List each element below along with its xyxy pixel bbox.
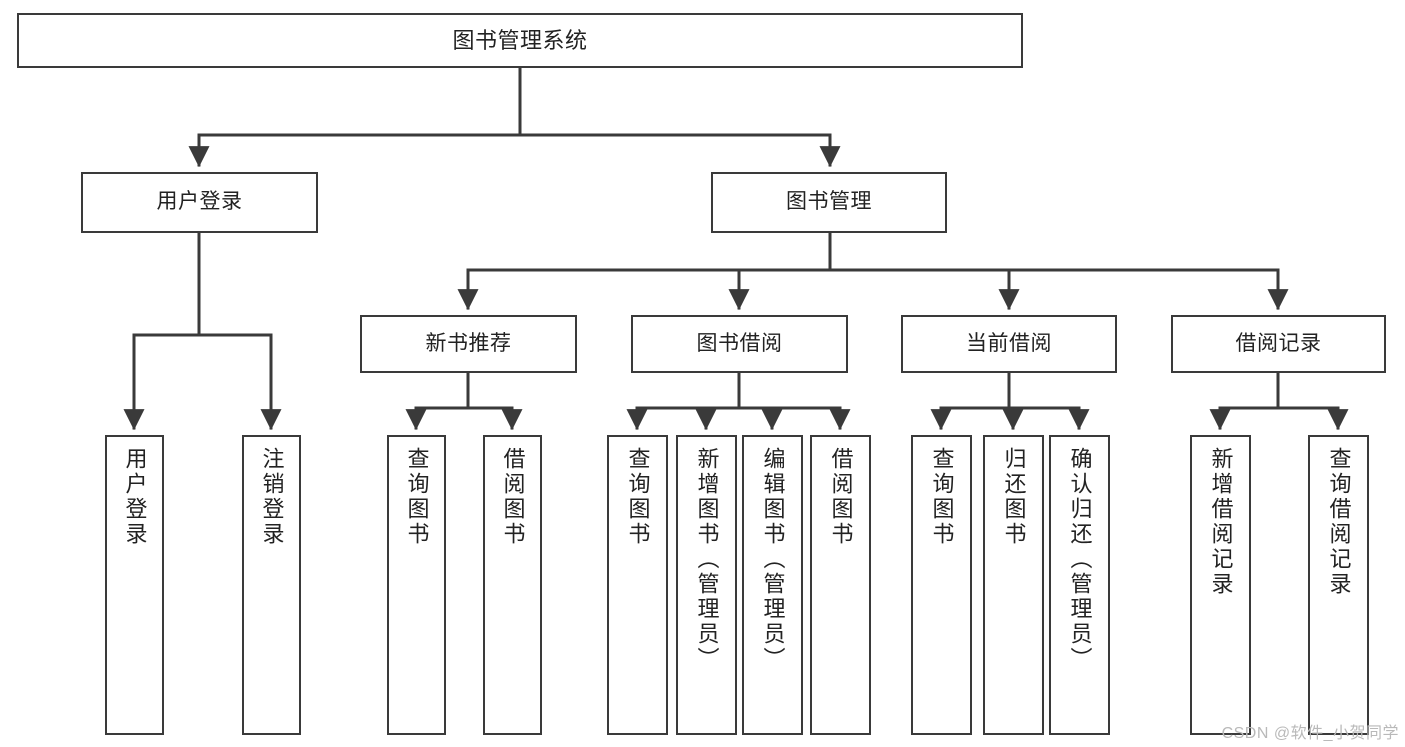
- leaf-add-record-label: 新增借阅记录: [1208, 447, 1234, 597]
- leaf-borrow-book-1-label: 借阅图书: [500, 447, 526, 547]
- node-book-borrow[interactable]: 图书借阅: [631, 315, 848, 373]
- leaf-add-book[interactable]: 新增图书（管理员）: [676, 435, 737, 735]
- leaf-borrow-book-2[interactable]: 借阅图书: [810, 435, 871, 735]
- leaf-return-book-label: 归还图书: [1001, 447, 1027, 547]
- leaf-edit-book-label: 编辑图书（管理员）: [760, 447, 786, 672]
- csdn-watermark: CSDN @软件_小贺同学: [1221, 725, 1399, 742]
- leaf-query-record[interactable]: 查询借阅记录: [1308, 435, 1369, 735]
- node-current-borrow[interactable]: 当前借阅: [901, 315, 1117, 373]
- leaf-borrow-book-2-label: 借阅图书: [828, 447, 854, 547]
- leaf-return-book[interactable]: 归还图书: [983, 435, 1044, 735]
- leaf-query-record-label: 查询借阅记录: [1326, 447, 1352, 597]
- leaf-query-book-2[interactable]: 查询图书: [607, 435, 668, 735]
- node-book-manage-label: 图书管理: [786, 190, 872, 214]
- leaf-add-record[interactable]: 新增借阅记录: [1190, 435, 1251, 735]
- leaf-edit-book[interactable]: 编辑图书（管理员）: [742, 435, 803, 735]
- leaf-query-book-2-label: 查询图书: [625, 447, 651, 547]
- leaf-logout[interactable]: 注销登录: [242, 435, 301, 735]
- leaf-user-login-label: 用户登录: [122, 447, 148, 547]
- node-book-borrow-label: 图书借阅: [696, 331, 783, 355]
- leaf-logout-label: 注销登录: [259, 447, 285, 547]
- node-book-manage[interactable]: 图书管理: [711, 172, 947, 233]
- leaf-borrow-book-1[interactable]: 借阅图书: [483, 435, 542, 735]
- node-root-label: 图书管理系统: [452, 27, 588, 53]
- node-user-login-label: 用户登录: [156, 190, 243, 214]
- leaf-confirm-return-label: 确认归还（管理员）: [1067, 447, 1093, 672]
- node-root[interactable]: 图书管理系统: [17, 13, 1023, 68]
- node-borrow-record-label: 借阅记录: [1235, 331, 1322, 355]
- leaf-query-book-3-label: 查询图书: [929, 447, 955, 547]
- node-borrow-record[interactable]: 借阅记录: [1171, 315, 1386, 373]
- leaf-confirm-return[interactable]: 确认归还（管理员）: [1049, 435, 1110, 735]
- node-current-borrow-label: 当前借阅: [966, 331, 1052, 355]
- node-new-book-recommend-label: 新书推荐: [425, 331, 512, 355]
- leaf-user-login[interactable]: 用户登录: [105, 435, 164, 735]
- leaf-query-book-1-label: 查询图书: [404, 447, 430, 547]
- node-new-book-recommend[interactable]: 新书推荐: [360, 315, 577, 373]
- node-user-login[interactable]: 用户登录: [81, 172, 318, 233]
- leaf-query-book-1[interactable]: 查询图书: [387, 435, 446, 735]
- leaf-add-book-label: 新增图书（管理员）: [694, 447, 720, 672]
- leaf-query-book-3[interactable]: 查询图书: [911, 435, 972, 735]
